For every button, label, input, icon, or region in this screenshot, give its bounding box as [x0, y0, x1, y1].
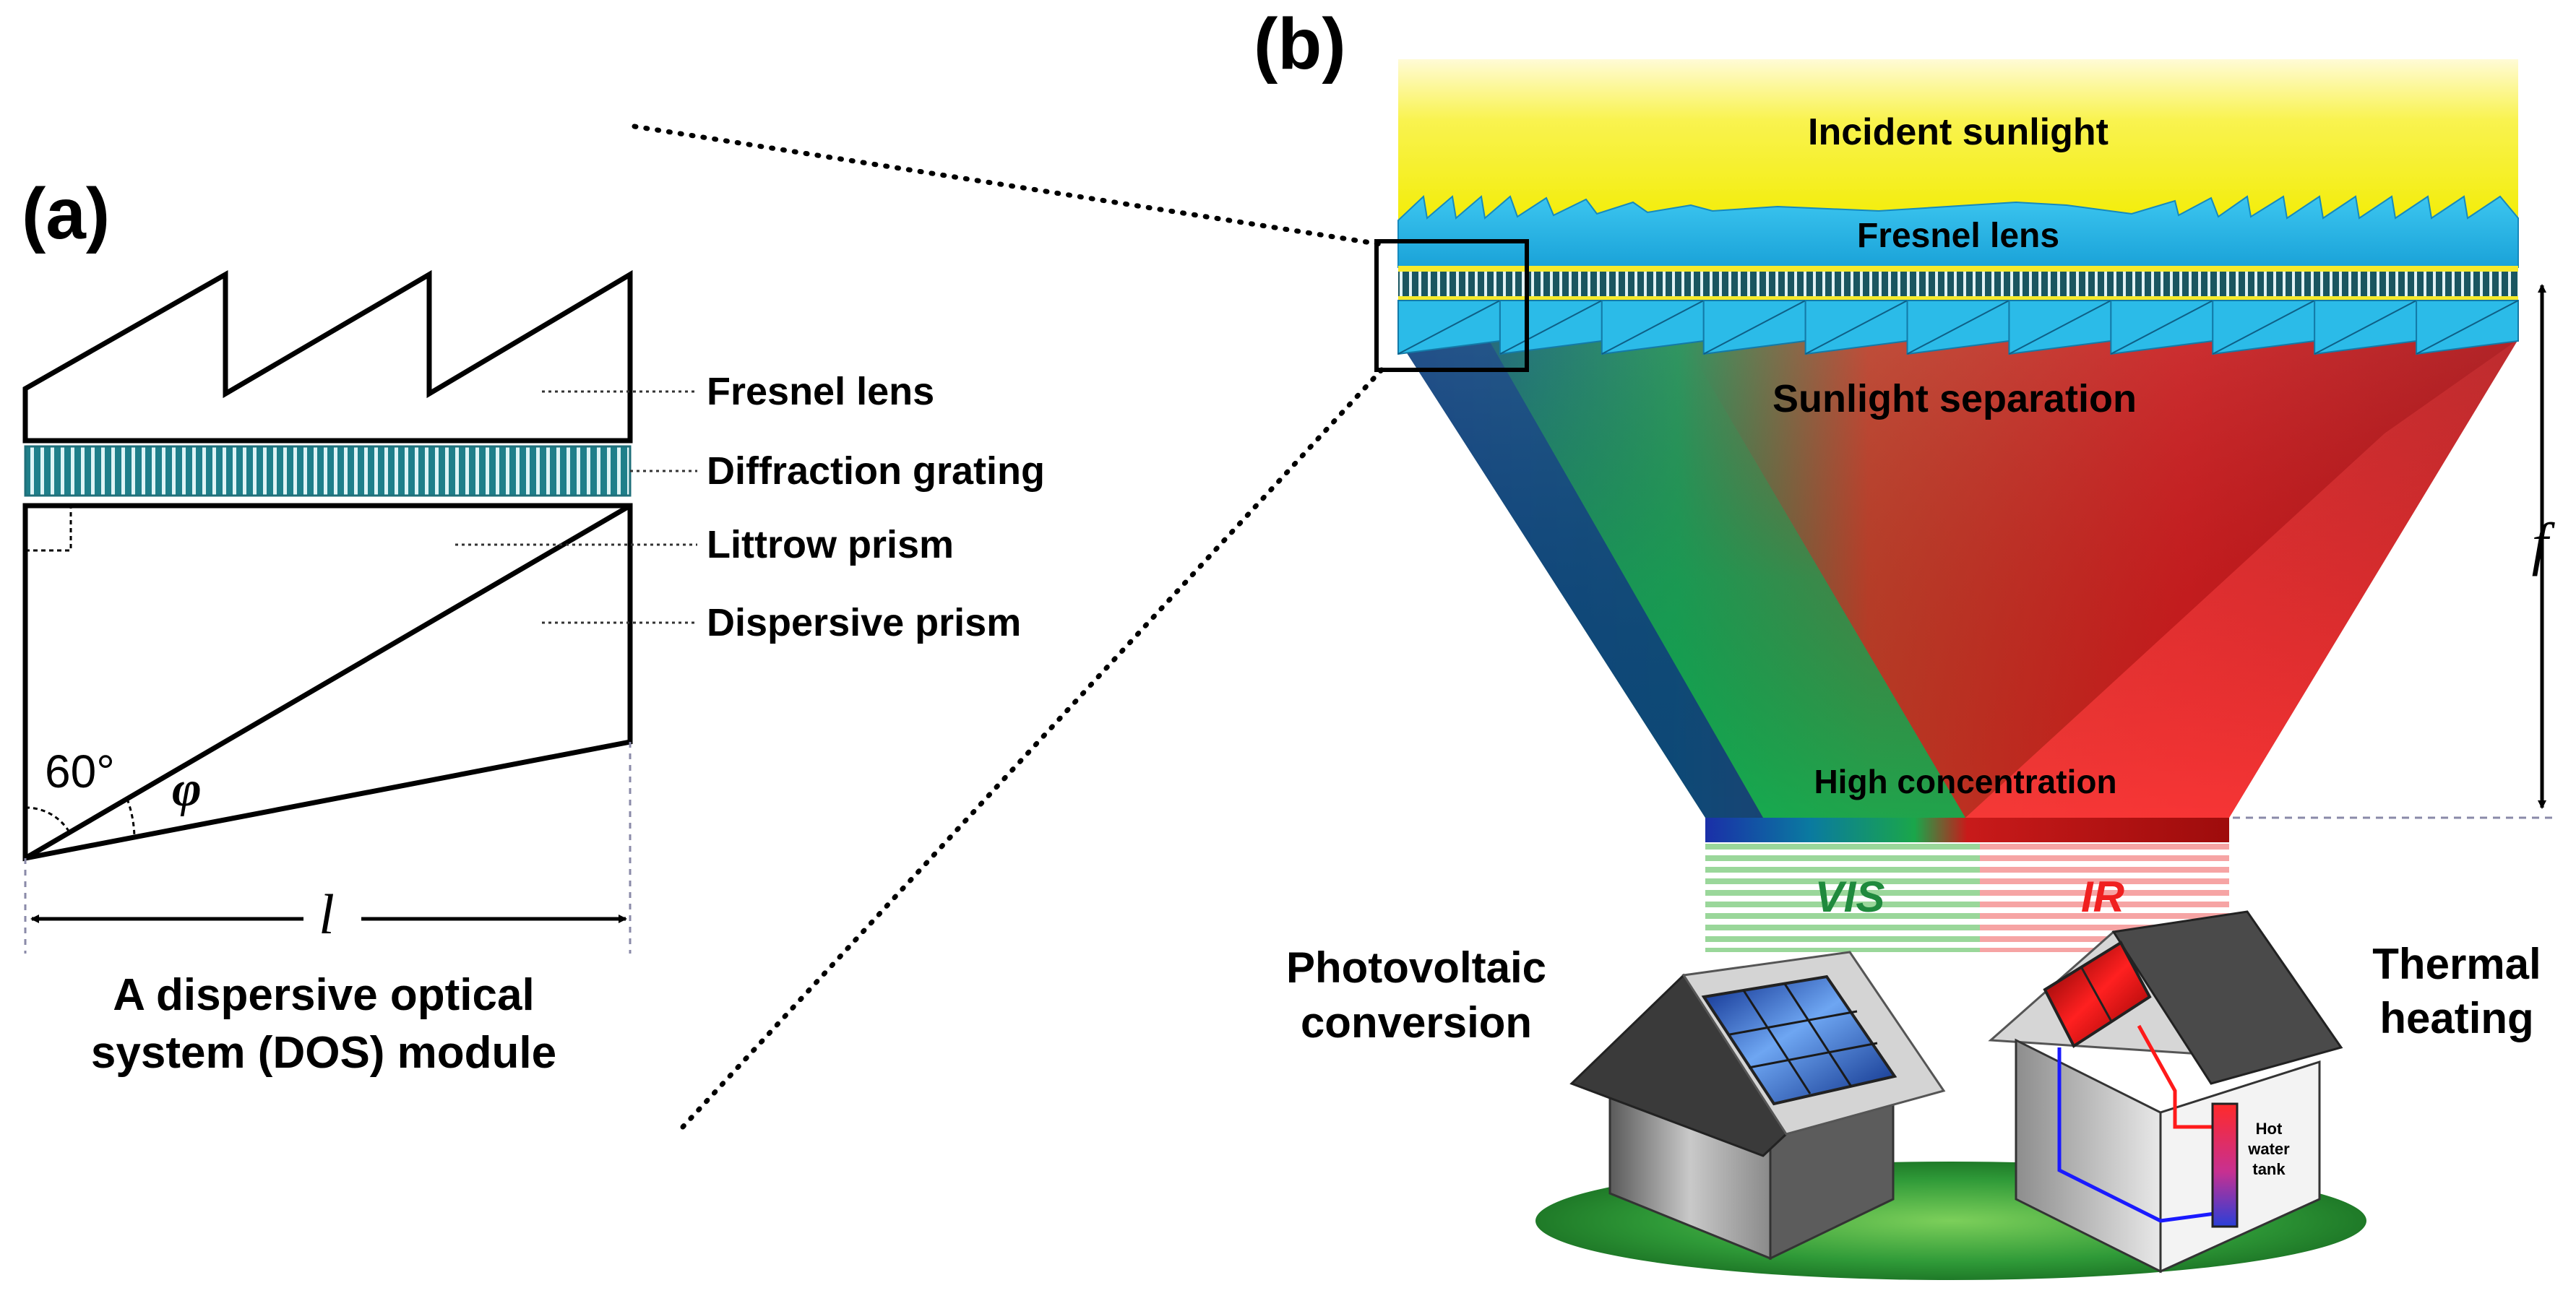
- panel-a-label: (a): [22, 173, 110, 254]
- zoom-box: [1374, 239, 1529, 372]
- incident-sunlight-label: Incident sunlight: [1808, 111, 2108, 153]
- right-angle-marker: [25, 506, 72, 552]
- photovoltaic-label-2: conversion: [1301, 998, 1532, 1047]
- angle-phi-arc: [126, 798, 136, 839]
- prism-row: [1397, 300, 2519, 355]
- panel-b-label: (b): [1254, 4, 1346, 85]
- lens-grating-separator: [1398, 266, 2518, 272]
- length-symbol: l: [319, 883, 335, 946]
- concentration-bar: [1705, 818, 2229, 842]
- panel-b: (b) Incident sunlight Fresnel lens Sunli…: [1254, 4, 2556, 1280]
- thermal-house-wall-side: [2159, 1060, 2321, 1274]
- mini-prism-diagonal: [1499, 300, 1603, 355]
- zoom-line-bottom: [680, 367, 1384, 1130]
- thermal-house-roof-right: [2111, 910, 2343, 1085]
- vis-stripes: [1705, 844, 1980, 952]
- label-diffraction-grating: Diffraction grating: [707, 449, 1045, 493]
- diffraction-grating-band: [1398, 272, 2518, 296]
- vis-label: VIS: [1815, 873, 1885, 921]
- mini-prism-diagonal: [1907, 300, 2009, 355]
- caption-line-1: A dispersive optical: [113, 970, 534, 1020]
- mini-prism-diagonal: [2314, 300, 2417, 355]
- label-littrow-prism: Littrow prism: [707, 523, 954, 566]
- diffraction-grating-shape: [24, 445, 632, 497]
- mini-prism-diagonal: [1397, 300, 1501, 355]
- cold-pipe: [2057, 1047, 2215, 1223]
- tank-label-1: Hot: [2256, 1120, 2283, 1138]
- panel-a: (a) 60° φ l Fresnel lens Diffraction gra…: [22, 173, 1045, 1078]
- fresnel-lens-shape: [22, 269, 633, 444]
- prism-hypotenuse: [24, 503, 632, 861]
- tank-label-3: tank: [2252, 1160, 2286, 1178]
- thermal-label-1: Thermal: [2372, 940, 2541, 988]
- thermal-house: Hot water tank: [1988, 910, 2343, 1274]
- mini-prism-diagonal: [2110, 300, 2213, 355]
- caption-line-2: system (DOS) module: [91, 1028, 556, 1078]
- solar-panel-grid: [1729, 983, 1878, 1094]
- photovoltaic-label-1: Photovoltaic: [1286, 943, 1546, 992]
- mini-prism-diagonal: [1601, 300, 1705, 355]
- ir-label: IR: [2081, 873, 2124, 921]
- angle-phi-label: φ: [172, 761, 202, 817]
- focal-length-symbol: f: [2532, 511, 2556, 576]
- mini-prism-diagonal: [1703, 300, 1806, 355]
- angle-60-arc: [25, 806, 71, 833]
- hot-water-tank-icon: [2211, 1102, 2239, 1228]
- pv-house: [1569, 951, 1946, 1261]
- label-dispersive-prism: Dispersive prism: [707, 601, 1021, 644]
- high-concentration-label: High concentration: [1814, 763, 2116, 800]
- beam-shading: [1398, 340, 2518, 818]
- thermal-collector-divider: [2080, 966, 2113, 1022]
- sunlight-separation-label: Sunlight separation: [1772, 377, 2137, 420]
- angle-60-label: 60°: [45, 745, 115, 798]
- mini-prism-diagonal: [1805, 300, 1908, 355]
- tank-label-2: water: [2247, 1140, 2290, 1158]
- mini-prism-diagonal: [2008, 300, 2111, 355]
- mini-prism-diagonal: [2416, 300, 2519, 355]
- hot-pipe: [2137, 1024, 2215, 1129]
- fresnel-lens-band: [1397, 194, 2519, 268]
- thermal-label-2: heating: [2379, 994, 2533, 1042]
- mini-prism-diagonal: [2212, 300, 2315, 355]
- label-fresnel-lens-a: Fresnel lens: [707, 370, 934, 413]
- grating-separator-bottom: [1398, 296, 2518, 301]
- zoom-line-top: [632, 124, 1383, 247]
- fresnel-lens-label-b: Fresnel lens: [1857, 217, 2059, 255]
